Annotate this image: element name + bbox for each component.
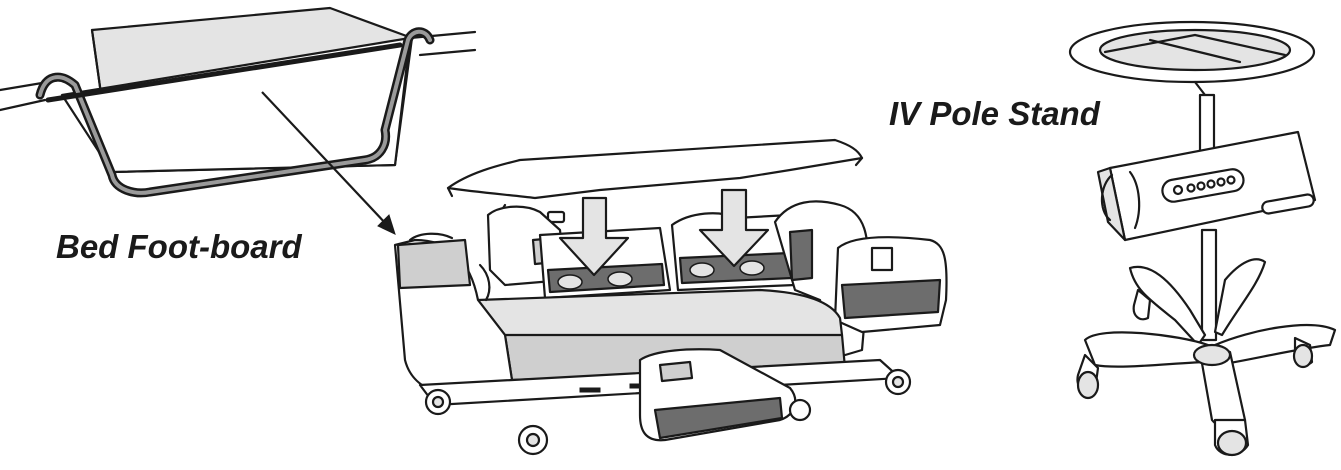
base-hub bbox=[1194, 345, 1230, 365]
rail-line-lower-right bbox=[420, 50, 475, 55]
bed-wheel bbox=[426, 390, 450, 414]
footboard-panel-pad bbox=[842, 280, 940, 318]
iv-pole-stand bbox=[1070, 22, 1335, 455]
rail-button bbox=[608, 272, 632, 286]
rail-button bbox=[740, 261, 764, 275]
rail-button bbox=[690, 263, 714, 277]
hospital-bed bbox=[395, 140, 947, 454]
installed-tray bbox=[398, 240, 470, 288]
base-leg-back-right bbox=[1215, 259, 1265, 335]
pole-caster bbox=[1215, 420, 1248, 455]
tray-neck bbox=[1195, 82, 1205, 95]
rail-button bbox=[558, 275, 582, 289]
bed-wheel bbox=[886, 370, 910, 394]
footboard-detail bbox=[0, 8, 475, 193]
bed-canopy-sheet bbox=[448, 140, 862, 198]
bed-wheel bbox=[790, 400, 810, 420]
head-end-handle bbox=[480, 265, 489, 300]
bed-wheel bbox=[519, 426, 547, 454]
rail-line-lower-left bbox=[0, 100, 45, 110]
iv-pole-label: IV Pole Stand bbox=[889, 95, 1100, 133]
pole-shaft-upper bbox=[1200, 95, 1214, 155]
footboard-latch bbox=[872, 248, 892, 270]
footboard-label: Bed Foot-board bbox=[56, 228, 302, 266]
pole-shaft-lower bbox=[1202, 230, 1216, 340]
base-leg-front-right bbox=[1215, 325, 1335, 365]
footboard-window bbox=[790, 230, 812, 280]
base-slot bbox=[580, 388, 600, 392]
foot-pedal-slot bbox=[660, 362, 692, 381]
